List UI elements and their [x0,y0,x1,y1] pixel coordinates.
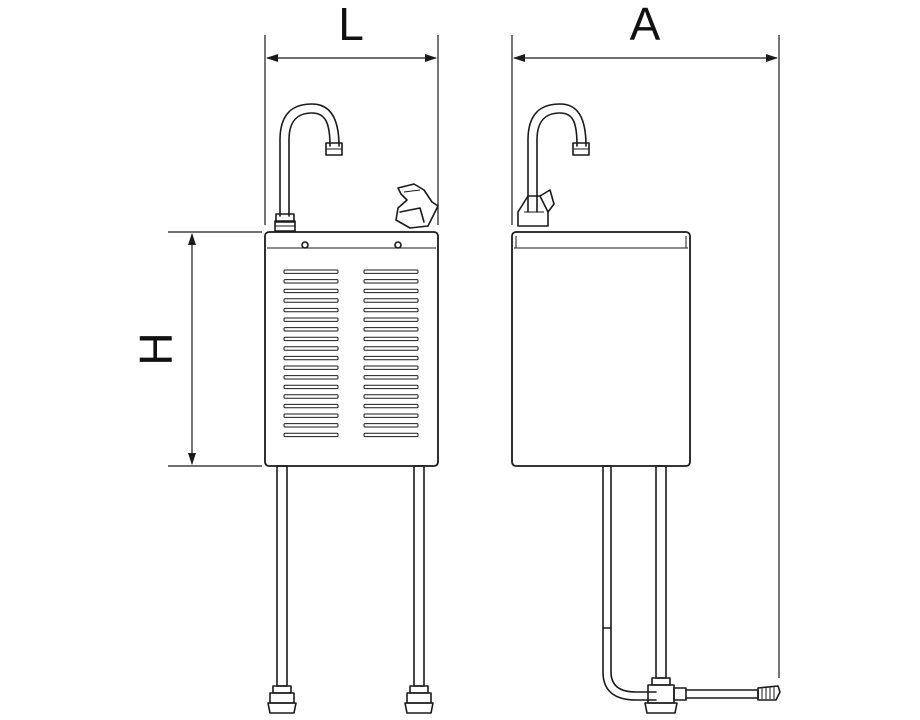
louver-slot [363,317,419,322]
cabinet-front [264,231,439,467]
louver-vents [283,269,419,438]
legs-front [267,465,434,714]
louver-slot [283,375,339,380]
louver-slot [283,317,339,322]
louver-slot [283,298,339,303]
faucet-side [517,103,590,227]
louver-slot [283,365,339,370]
foot-right [404,685,434,714]
louver-slot [283,346,339,351]
louver-slot [363,327,419,332]
louver-slot [363,394,419,399]
louver-slot [363,346,419,351]
valve-side [644,677,781,714]
louver-slot [283,423,339,428]
louver-slot [363,288,419,294]
front-view: L H [130,0,439,714]
louver-slot [363,432,419,438]
legs-side [602,465,781,714]
louver-slot [283,307,339,313]
louver-slot [363,423,419,428]
louver-slot [363,384,419,390]
louver-slot [363,307,419,313]
width-label: L [338,0,364,50]
side-view: A [511,0,781,714]
foot-left [267,685,297,714]
dimension-depth: A [511,0,780,678]
louver-slot [283,413,339,418]
louver-slot [283,384,339,390]
louver-slot [283,394,339,399]
louver-slot [283,336,339,342]
louver-slot [283,279,339,284]
louver-slot [283,432,339,438]
louver-slot [283,288,339,294]
louver-slot [363,298,419,303]
louver-slot [363,269,419,274]
louver-slot [363,413,419,418]
louver-slot [363,403,419,409]
louver-slot [363,375,419,380]
louver-slot [283,355,339,361]
height-label: H [130,332,182,365]
louver-slot [363,355,419,361]
depth-label: A [630,0,661,50]
louver-slot [283,269,339,274]
louver-slot [283,327,339,332]
faucet-front [274,103,343,232]
louver-slot [363,365,419,370]
louver-slot [363,279,419,284]
dimension-height: H [130,231,262,467]
louver-slot [283,403,339,409]
dimension-width: L [264,0,439,225]
bubbler-front [395,183,439,229]
louver-slot [363,336,419,342]
cabinet-side [511,231,691,467]
